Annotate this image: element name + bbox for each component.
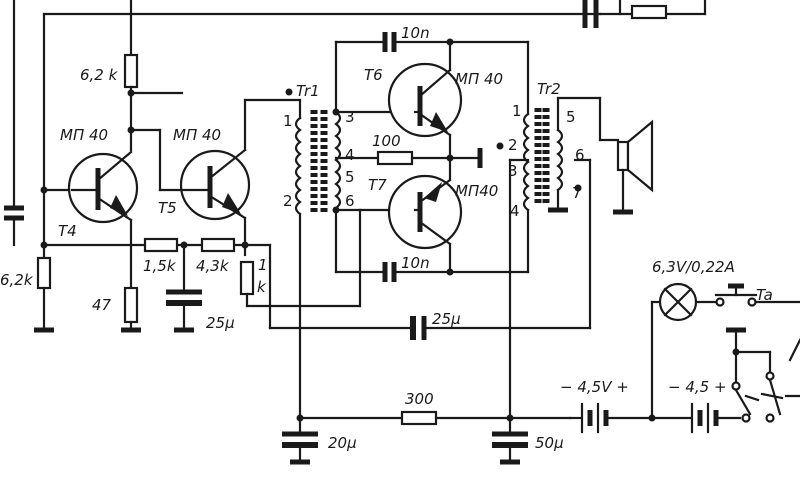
capacitor-20u-label: 20μ <box>328 434 357 452</box>
capacitor-20u <box>282 416 318 465</box>
capacitor-25u-left-label: 25μ <box>206 314 235 332</box>
tr1-pin-4: 4 <box>345 146 355 164</box>
capacitor-10n-bottom-label: 10n <box>401 254 430 272</box>
tr2-pin-6: 6 <box>575 146 585 164</box>
resistor-6k2-left-label: 6,2k <box>0 271 34 289</box>
t5-type-label: МП 40 <box>173 126 221 144</box>
t7-label: T7 <box>368 176 387 194</box>
loudspeaker-icon <box>613 119 654 215</box>
capacitor-10n-top-label: 10n <box>401 24 430 42</box>
t4-type-label: МП 40 <box>60 126 108 144</box>
transformer-tr1 <box>285 88 342 216</box>
resistor-100 <box>376 150 414 166</box>
tr1-pin-5: 5 <box>345 168 355 186</box>
left-input-capacitor <box>4 0 24 247</box>
tr1-pin-1: 1 <box>283 112 293 130</box>
tr1-label: Tr1 <box>296 82 320 100</box>
lamp-icon <box>658 282 698 322</box>
battery-4v5-b <box>690 402 719 434</box>
resistor-1k <box>239 208 362 308</box>
resistor-100-label: 100 <box>372 132 401 150</box>
resistor-4k3 <box>200 237 236 253</box>
tr2-pin-5: 5 <box>566 108 576 126</box>
battery-4v5-b-label: − 4,5 + <box>668 378 727 396</box>
resistor-6k2-left <box>34 243 54 333</box>
capacitor-10n-top <box>382 32 397 52</box>
tr2-label: Tr2 <box>537 80 561 98</box>
switch-group-icon <box>726 327 800 423</box>
key-label: Ta <box>756 286 773 304</box>
tr1-pin-2: 2 <box>283 192 293 210</box>
battery-4v5-a-label: − 4,5V + <box>560 378 629 396</box>
t7-type-label: МП40 <box>455 182 498 200</box>
resistor-6k2-top-label: 6,2 k <box>80 66 119 84</box>
tr1-pin-6: 6 <box>345 192 355 210</box>
transistor-t5 <box>158 148 251 221</box>
capacitor-25u-left <box>166 243 202 333</box>
tr2-pin-7: 7 <box>572 184 582 202</box>
capacitor-25u-feedback <box>410 316 427 340</box>
tr2-pin-2: 2 <box>508 136 518 154</box>
t5-label: T5 <box>158 199 177 217</box>
capacitor-50u-label: 50μ <box>535 434 564 452</box>
capacitor-25u-feedback-label: 25μ <box>432 310 461 328</box>
transformer-tr2 <box>496 108 582 212</box>
t4-label: T4 <box>58 222 77 240</box>
resistor-47-label: 47 <box>92 296 112 314</box>
tr2-pin-4: 4 <box>510 202 520 220</box>
capacitor-50u <box>492 416 528 465</box>
tr1-pin-3: 3 <box>345 108 355 126</box>
top-rail <box>42 0 707 28</box>
resistor-4k3-label: 4,3k <box>196 257 230 275</box>
resistor-1k-label-b: k <box>257 278 267 296</box>
resistor-1k5 <box>143 237 179 253</box>
resistor-300 <box>400 410 438 426</box>
battery-4v5-a <box>568 402 654 434</box>
tr2-pin-3: 3 <box>508 162 518 180</box>
t6-type-label: МП 40 <box>455 70 503 88</box>
resistor-6k2-top <box>123 0 139 152</box>
top-right-resistor <box>630 4 668 20</box>
t6-label: T6 <box>364 66 383 84</box>
resistor-47 <box>121 286 141 333</box>
tr2-pin-1: 1 <box>512 102 522 120</box>
transistor-t4 <box>67 150 139 292</box>
resistor-1k5-label: 1,5k <box>143 257 177 275</box>
transistor-t6 <box>387 62 463 138</box>
key-switch-icon <box>714 283 758 307</box>
lamp-label: 6,3V/0,22A <box>652 258 735 276</box>
transistor-t7 <box>387 174 463 250</box>
capacitor-10n-bottom <box>382 262 397 282</box>
resistor-300-label: 300 <box>405 390 434 408</box>
resistor-1k-label-a: 1 <box>258 256 268 274</box>
